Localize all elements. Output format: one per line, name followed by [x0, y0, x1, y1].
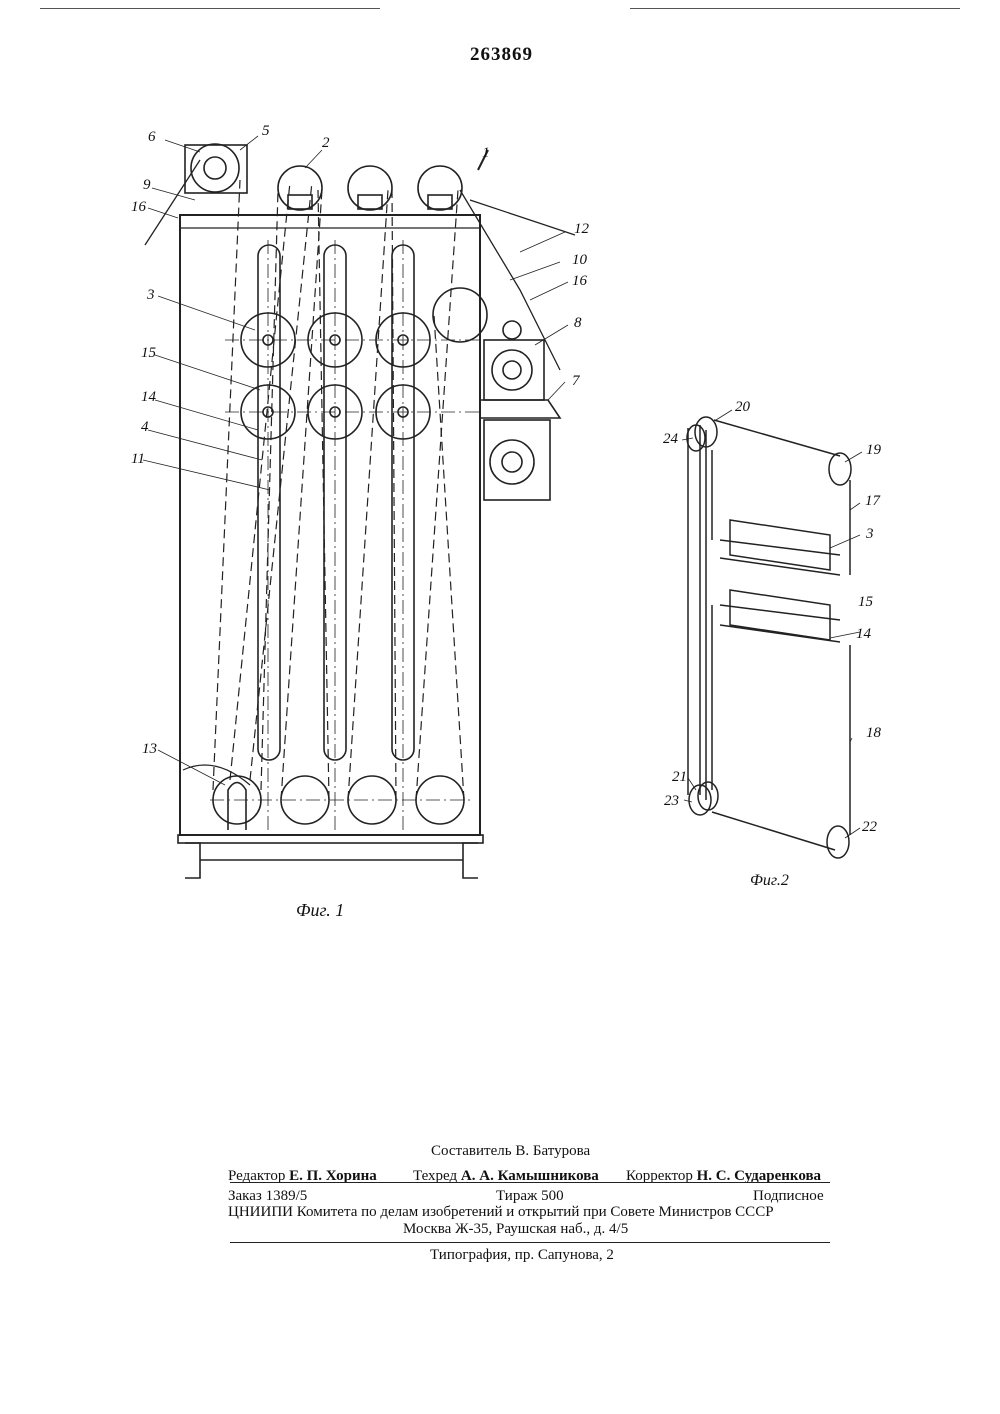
callout-23: 23 — [664, 794, 679, 809]
callout-16-right: 16 — [572, 274, 587, 289]
callout-5: 5 — [262, 124, 270, 139]
callout-12: 12 — [574, 222, 589, 237]
callout-11: 11 — [131, 452, 145, 467]
callout-17: 17 — [865, 494, 880, 509]
callout-7: 7 — [572, 374, 580, 389]
callout-16: 16 — [131, 200, 146, 215]
imprint-rule-top — [230, 1182, 830, 1183]
subscription: Подписное — [753, 1188, 824, 1205]
callout-3-fig2: 3 — [866, 527, 874, 542]
callout-20: 20 — [735, 400, 750, 415]
callout-9: 9 — [143, 178, 151, 193]
figure-2-caption: Фиг.2 — [750, 872, 789, 890]
callout-2: 2 — [322, 136, 330, 151]
compiler-line: Составитель В. Батурова — [431, 1143, 590, 1160]
callout-19: 19 — [866, 443, 881, 458]
callout-21: 21 — [672, 770, 687, 785]
callout-14-fig2: 14 — [856, 627, 871, 642]
callout-4: 4 — [141, 420, 149, 435]
callout-6: 6 — [148, 130, 156, 145]
callout-13: 13 — [142, 742, 157, 757]
callout-15-fig2: 15 — [858, 595, 873, 610]
callout-8: 8 — [574, 316, 582, 331]
figure-1-caption: Фиг. 1 — [296, 900, 344, 921]
circulation: Тираж 500 — [496, 1188, 564, 1205]
figure-2-drawing — [682, 410, 862, 858]
callout-15: 15 — [141, 346, 156, 361]
callout-24: 24 — [663, 432, 678, 447]
institution: ЦНИИПИ Комитета по делам изобретений и о… — [228, 1204, 828, 1221]
callout-1: 1 — [482, 146, 490, 161]
order-number: Заказ 1389/5 — [228, 1188, 307, 1205]
callout-14: 14 — [141, 390, 156, 405]
address: Москва Ж-35, Раушская наб., д. 4/5 — [403, 1221, 628, 1238]
callout-22: 22 — [862, 820, 877, 835]
callout-3: 3 — [147, 288, 155, 303]
callout-18: 18 — [866, 726, 881, 741]
figure-1-drawing — [143, 136, 575, 878]
callout-10: 10 — [572, 253, 587, 268]
imprint-rule-bottom — [230, 1242, 830, 1243]
printer: Типография, пр. Сапунова, 2 — [430, 1247, 614, 1264]
